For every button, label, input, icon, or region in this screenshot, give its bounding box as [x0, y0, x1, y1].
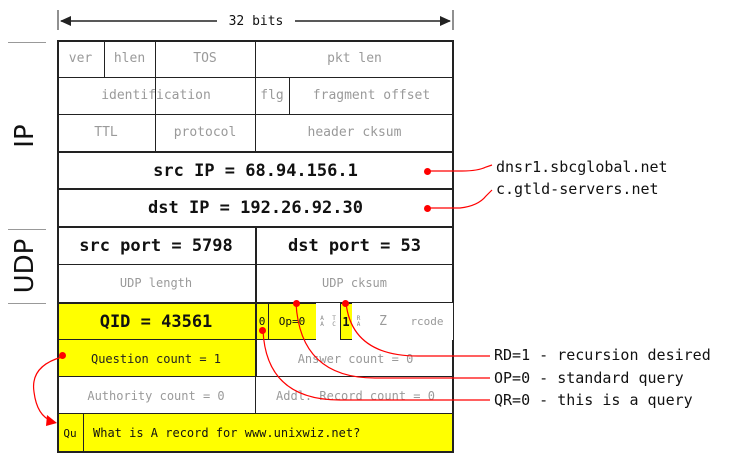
tos-field: TOS [193, 51, 217, 66]
dst-pointer-dot [424, 205, 431, 212]
z-field: Z [365, 303, 401, 340]
pkt-len-field: pkt len [327, 51, 382, 66]
udp-divider-bottom [8, 303, 46, 304]
udp-cksum-field: UDP cksum [321, 276, 388, 290]
question-pointer-dot [59, 352, 66, 359]
src-port-field: src port = 5798 [79, 235, 233, 256]
header-cksum-field: header cksum [307, 125, 402, 140]
qr-annotation: QR=0 - this is a query [494, 391, 693, 409]
question-count-bg [57, 340, 255, 377]
question-row-bg [57, 414, 453, 452]
authority-count-field: Authority count = 0 [87, 388, 225, 403]
dst-ip-field: dst IP = 192.26.92.30 [148, 198, 363, 218]
bit-width-indicator: 32 bits [57, 8, 454, 32]
rd-flag: 1 [342, 314, 350, 329]
additional-count-field: Addl. Record count = 0 [276, 388, 435, 403]
identification-field: identification [101, 88, 211, 103]
src-ip-field: src IP = 68.94.156.1 [153, 160, 358, 181]
ip-divider-bottom [8, 229, 46, 230]
hlen-field: hlen [113, 51, 146, 66]
question-count-field: Question count = 1 [90, 351, 222, 366]
width-arrow-icon [57, 10, 454, 30]
rd-pointer-dot [342, 300, 349, 307]
bit-width-label: 32 bits [228, 13, 284, 29]
op-annotation: OP=0 - standard query [494, 369, 684, 387]
qid-field: QID = 43561 [99, 311, 213, 332]
qr-flag: 0 [258, 315, 266, 328]
ver-field: ver [68, 51, 93, 66]
protocol-field: protocol [173, 125, 237, 140]
ttl-field: TTL [94, 125, 118, 140]
flags-field: flg [260, 88, 284, 103]
src-host-annotation: dnsr1.sbcglobal.net [496, 158, 668, 176]
src-pointer-dot [424, 168, 431, 175]
rd-annotation: RD=1 - recursion desired [494, 346, 711, 364]
dst-host-annotation: c.gtld-servers.net [496, 180, 659, 198]
qr-pointer-dot [259, 327, 266, 334]
packet-table: ver hlen TOS pkt len identification flg … [57, 40, 454, 453]
answer-count-field: Answer count = 0 [297, 351, 414, 366]
op-pointer-dot [293, 300, 300, 307]
fragment-offset-field: fragment offset [312, 88, 431, 103]
dst-port-field: dst port = 53 [287, 235, 422, 256]
rcode-field: rcode [401, 303, 453, 340]
qu-label: Qu [63, 426, 77, 440]
udp-length-field: UDP length [119, 276, 193, 290]
ip-divider-top [8, 42, 46, 43]
question-text: What is A record for www.unixwiz.net? [93, 426, 361, 440]
